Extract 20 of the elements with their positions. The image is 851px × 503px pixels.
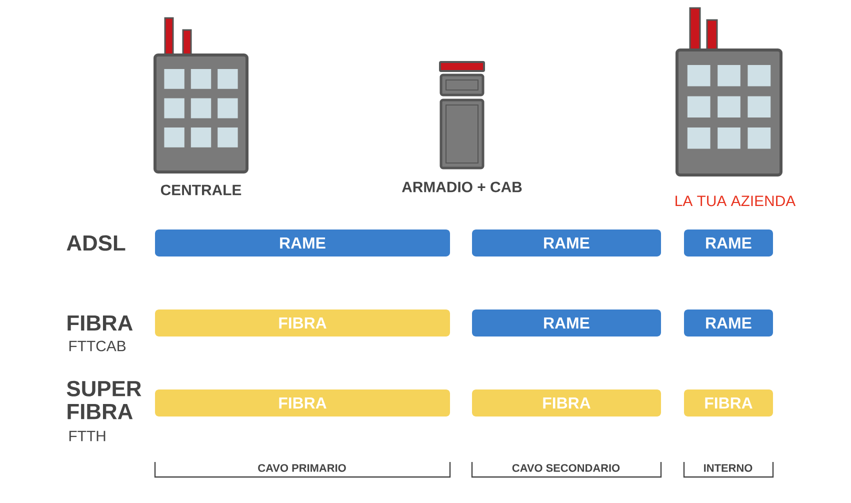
row-sublabel: FTTH bbox=[69, 430, 106, 442]
cable-bar: RAME bbox=[684, 310, 773, 336]
row-label: FIBRA bbox=[68, 315, 133, 331]
cable-bar: RAME bbox=[472, 230, 661, 256]
building-label: LA TUA AZIENDA bbox=[676, 196, 796, 206]
cable-bar: FIBRA bbox=[155, 390, 450, 416]
bracket-label: INTERNO bbox=[702, 463, 754, 473]
row-label: SUPER FIBRA bbox=[66, 380, 142, 420]
cable-bar: FIBRA bbox=[155, 310, 450, 336]
bracket-label: CAVO SECONDARIO bbox=[510, 463, 622, 473]
cable-bar: RAME bbox=[472, 310, 661, 336]
row-label: ADSL bbox=[66, 235, 126, 251]
bracket-label: CAVO PRIMARIO bbox=[256, 463, 348, 473]
cable-bar: FIBRA bbox=[472, 390, 661, 416]
cabinet-label: ARMADIO + CAB bbox=[402, 182, 522, 192]
cable-bar: RAME bbox=[155, 230, 450, 256]
cable-bar: RAME bbox=[684, 230, 773, 256]
row-sublabel: FTTCAB bbox=[69, 340, 126, 352]
cable-bar: FIBRA bbox=[684, 390, 773, 416]
building-label: CENTRALE bbox=[160, 184, 242, 196]
